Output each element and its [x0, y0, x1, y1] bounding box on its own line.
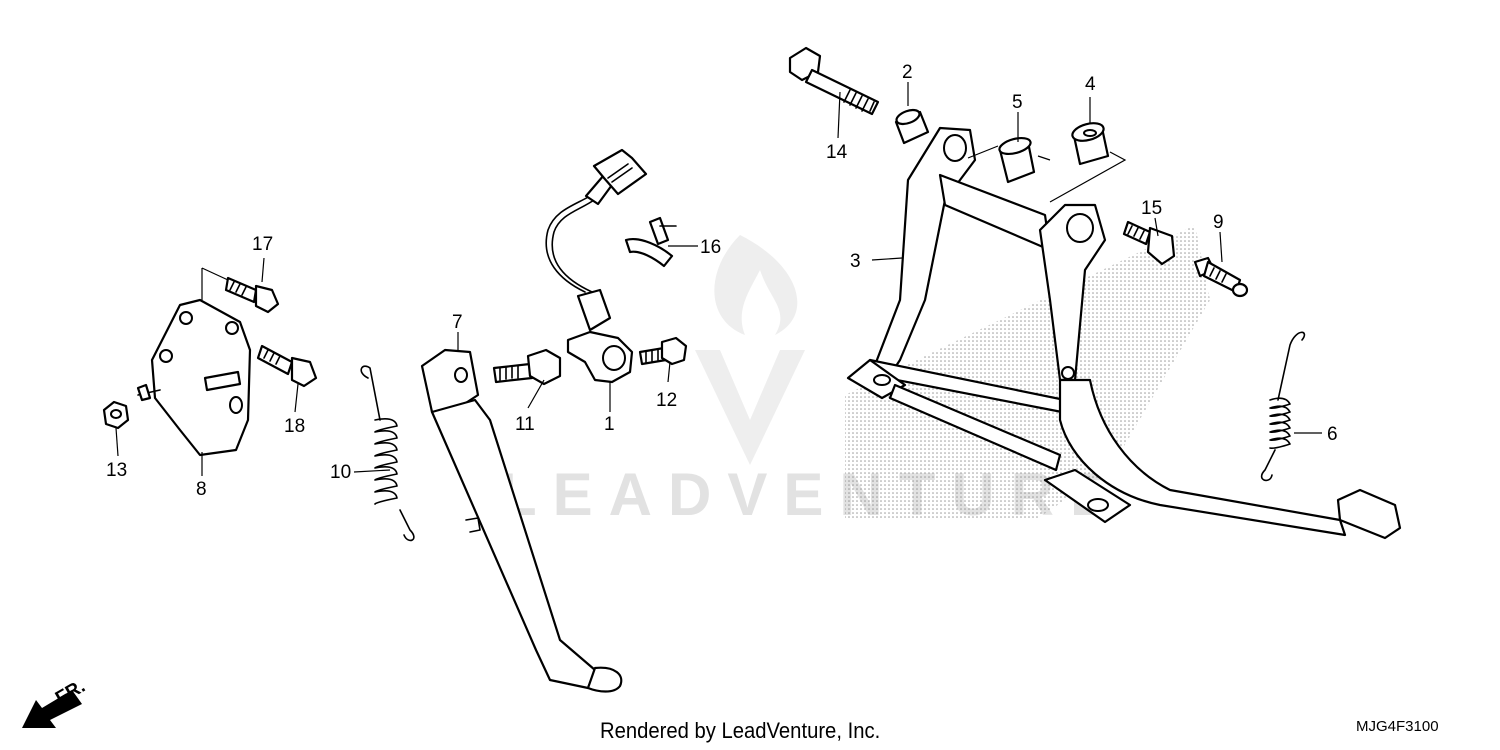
bolt-9[interactable]	[1193, 256, 1249, 298]
collar-2[interactable]	[894, 107, 930, 145]
bolt-15[interactable]	[1122, 220, 1176, 266]
callout-7[interactable]: 7	[452, 312, 463, 333]
callout-12[interactable]: 12	[656, 390, 677, 411]
callout-8[interactable]: 8	[196, 479, 207, 500]
bolt-12[interactable]	[638, 336, 688, 366]
bolt-11[interactable]	[492, 348, 562, 386]
callout-5[interactable]: 5	[1012, 92, 1023, 113]
callout-6[interactable]: 6	[1327, 424, 1338, 445]
bracket-8[interactable]	[136, 298, 252, 457]
callout-18[interactable]: 18	[284, 416, 305, 437]
callout-2[interactable]: 2	[902, 62, 913, 83]
diagram-code: MJG4F3100	[1356, 718, 1439, 735]
callout-15[interactable]: 15	[1141, 198, 1162, 219]
callout-1[interactable]: 1	[604, 414, 615, 435]
nut-13[interactable]	[102, 400, 130, 430]
footer-credit: Rendered by LeadVenture, Inc.	[600, 718, 881, 743]
leader-lines	[115, 82, 1322, 476]
callout-9[interactable]: 9	[1213, 212, 1224, 233]
sensor-1[interactable]	[545, 148, 648, 384]
spring-10[interactable]	[360, 365, 415, 542]
callout-17[interactable]: 17	[252, 234, 273, 255]
side-stand-7[interactable]	[420, 348, 623, 693]
bushing-5[interactable]	[998, 135, 1036, 184]
callout-11[interactable]: 11	[515, 414, 535, 435]
main-stand-3[interactable]	[846, 126, 1402, 540]
callout-10[interactable]: 10	[330, 462, 351, 483]
bushing-4[interactable]	[1070, 120, 1110, 166]
callout-13[interactable]: 13	[106, 460, 127, 481]
callout-16[interactable]: 16	[700, 237, 721, 258]
front-direction-arrow: FR.	[22, 676, 89, 728]
callout-4[interactable]: 4	[1085, 74, 1096, 95]
bolt-14[interactable]	[788, 46, 880, 116]
spring-6[interactable]	[1260, 331, 1306, 482]
clamp-16[interactable]	[624, 216, 677, 268]
callout-14[interactable]: 14	[826, 142, 848, 163]
bolt-18[interactable]	[256, 344, 318, 388]
callouts: 1 2 3 4 5 6 7 8 9 10 11 12 13 14 15 16 1…	[106, 62, 1338, 500]
bolt-17[interactable]	[224, 276, 280, 314]
callout-3[interactable]: 3	[850, 251, 861, 272]
